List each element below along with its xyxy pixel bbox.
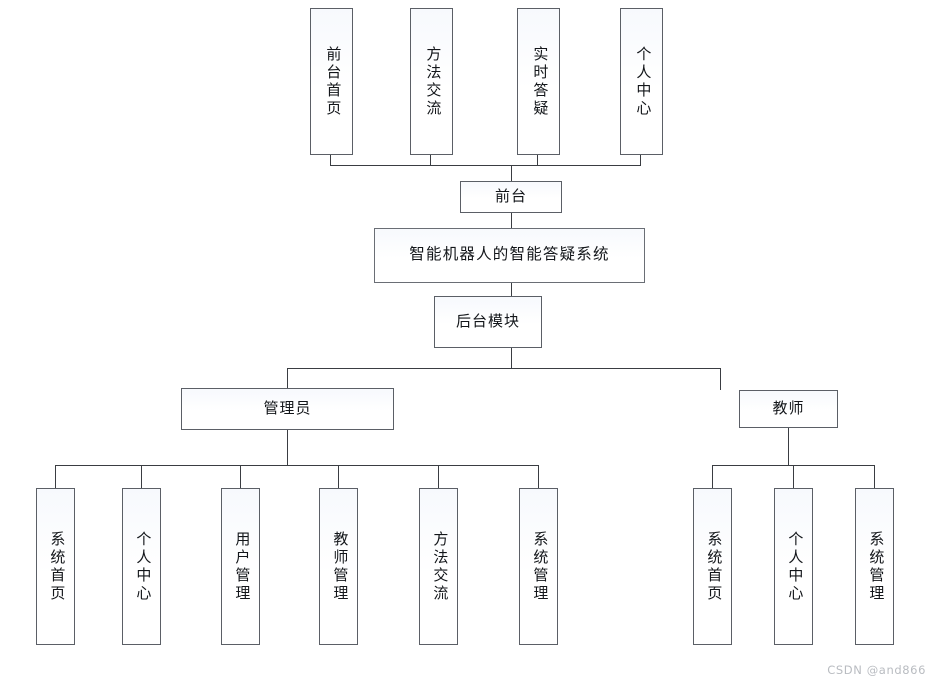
node-teacher-child-2[interactable]: 系统管理 [855, 488, 894, 645]
node-group-admin[interactable]: 管理员 [181, 388, 394, 430]
connector-backend-stem [511, 348, 513, 368]
node-teacher-child-1[interactable]: 个人中心 [774, 488, 813, 645]
connector-teacher-child-0 [712, 465, 714, 488]
node-teacher-child-0[interactable]: 系统首页 [693, 488, 732, 645]
node-root-system[interactable]: 智能机器人的智能答疑系统 [374, 228, 645, 283]
connector-frontend-child-3 [640, 155, 642, 166]
connector-admin-child-0 [55, 465, 57, 488]
node-backend[interactable]: 后台模块 [434, 296, 542, 348]
node-admin-child-4[interactable]: 方法交流 [419, 488, 458, 645]
connector-frontend-child-1 [430, 155, 432, 166]
connector-backend-bus [287, 368, 721, 370]
connector-admin-child-4 [438, 465, 440, 488]
node-admin-child-1[interactable]: 个人中心 [122, 488, 161, 645]
connector-admin-stem [287, 430, 289, 465]
connector-root-to-backend [511, 283, 513, 296]
connector-admin-child-2 [240, 465, 242, 488]
node-admin-child-3[interactable]: 教师管理 [319, 488, 358, 645]
connector-teacher-stem [788, 428, 790, 465]
connector-to-admin [287, 368, 289, 388]
node-frontend-child-0[interactable]: 前台首页 [310, 8, 353, 155]
connector-admin-child-5 [538, 465, 540, 488]
connector-frontend-child-0 [330, 155, 332, 166]
node-admin-child-0[interactable]: 系统首页 [36, 488, 75, 645]
node-frontend-child-1[interactable]: 方法交流 [410, 8, 453, 155]
connector-to-teacher [720, 368, 722, 390]
connector-frontend-to-root [511, 213, 513, 228]
connector-frontend-stem [511, 165, 513, 181]
node-frontend[interactable]: 前台 [460, 181, 562, 213]
node-admin-child-5[interactable]: 系统管理 [519, 488, 558, 645]
connector-admin-bus [55, 465, 539, 467]
connector-admin-child-3 [338, 465, 340, 488]
node-admin-child-2[interactable]: 用户管理 [221, 488, 260, 645]
connector-teacher-child-1 [793, 465, 795, 488]
node-frontend-child-2[interactable]: 实时答疑 [517, 8, 560, 155]
node-frontend-child-3[interactable]: 个人中心 [620, 8, 663, 155]
connector-teacher-child-2 [874, 465, 876, 488]
connector-admin-child-1 [141, 465, 143, 488]
connector-frontend-child-2 [537, 155, 539, 166]
watermark: CSDN @and866 [827, 663, 926, 677]
connector-frontend-bus [330, 165, 641, 167]
node-group-teacher[interactable]: 教师 [739, 390, 838, 428]
